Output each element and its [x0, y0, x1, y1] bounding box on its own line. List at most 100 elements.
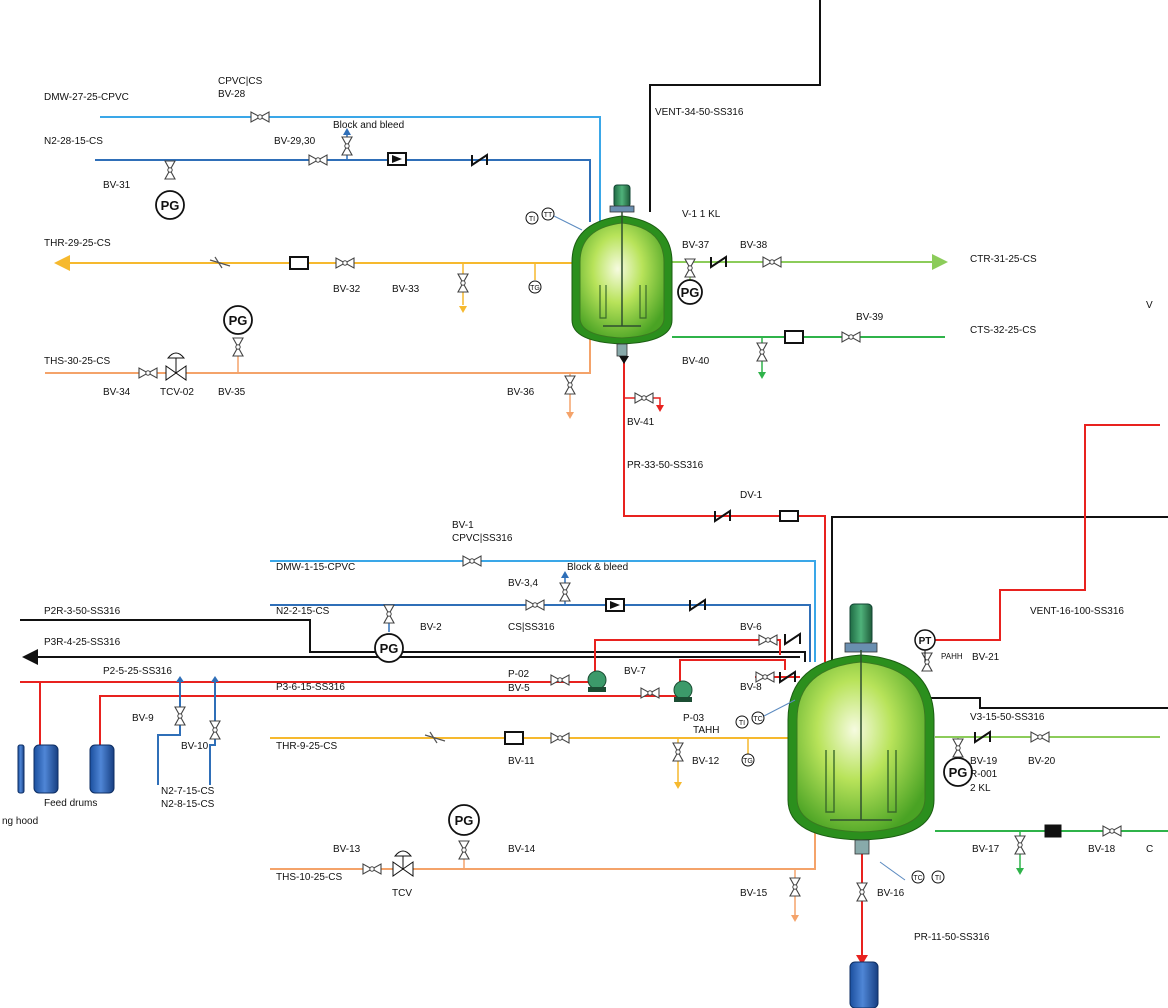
ball-valve-icon[interactable] — [952, 738, 964, 758]
ball-valve-icon[interactable] — [1102, 825, 1122, 837]
ball-valve-icon[interactable] — [462, 555, 482, 567]
temperature-indicator-icon[interactable]: TI TC — [735, 699, 796, 729]
label: BV-29,30 — [274, 136, 316, 147]
ball-valve-icon[interactable] — [856, 882, 868, 902]
ball-valve-icon[interactable] — [640, 687, 660, 699]
label: BV-12 — [692, 756, 720, 767]
label: BV-33 — [392, 284, 420, 295]
label: BV-31 — [103, 180, 131, 191]
ball-valve-icon[interactable] — [335, 257, 355, 269]
ball-valve-icon[interactable] — [174, 706, 186, 726]
temperature-gauge-icon[interactable]: TG — [741, 753, 755, 767]
label: Block & bleed — [567, 562, 628, 573]
p2-line — [20, 639, 781, 683]
vessel-r001[interactable] — [787, 603, 935, 855]
ball-valve-icon[interactable] — [164, 160, 176, 180]
product-drum-icon[interactable] — [849, 961, 879, 1008]
meter-icon[interactable] — [1044, 824, 1062, 838]
vessel-v1[interactable] — [571, 184, 673, 364]
ball-valve-icon[interactable] — [383, 604, 395, 624]
meter-icon[interactable] — [289, 256, 309, 270]
label: VENT-34-50-SS316 — [655, 107, 744, 118]
pressure-transmitter-icon[interactable]: PT — [914, 629, 936, 662]
n22-line — [270, 604, 811, 662]
pressure-gauge-icon[interactable]: PG — [223, 305, 253, 335]
ball-valve-icon[interactable] — [1014, 835, 1026, 855]
ball-valve-icon[interactable] — [457, 273, 469, 293]
ball-valve-icon[interactable] — [559, 582, 571, 602]
check-valve-icon — [779, 670, 796, 684]
label: BV-10 — [181, 741, 209, 752]
label: BV-9 — [132, 713, 154, 724]
ball-valve-icon[interactable] — [232, 337, 244, 357]
pressure-gauge-icon[interactable]: PG — [374, 633, 404, 663]
check-valve-icon — [689, 598, 706, 612]
temperature-gauge-icon[interactable]: TG — [528, 280, 542, 294]
label: TCV-02 — [160, 387, 194, 398]
dmw1-line — [270, 560, 816, 662]
pressure-gauge-icon[interactable]: PG — [677, 279, 703, 305]
ball-valve-icon[interactable] — [550, 674, 570, 686]
pump-p03[interactable] — [673, 680, 693, 702]
temperature-indicator-icon[interactable]: TC TI — [911, 870, 945, 884]
svg-text:TT: TT — [544, 212, 553, 219]
ball-valve-icon[interactable] — [672, 742, 684, 762]
svg-text:TI: TI — [529, 216, 535, 223]
label: TCV — [392, 888, 412, 899]
label: BV-1 — [452, 520, 474, 531]
pressure-gauge-icon[interactable]: PG — [155, 190, 185, 220]
ball-valve-icon[interactable] — [250, 111, 270, 123]
meter-icon[interactable] — [784, 330, 804, 344]
label: P-02 — [508, 669, 530, 680]
ball-valve-icon[interactable] — [564, 375, 576, 395]
strainer-icon — [209, 256, 231, 269]
meter-icon[interactable] — [504, 731, 524, 745]
label: BV-39 — [856, 312, 884, 323]
ball-valve-icon[interactable] — [789, 877, 801, 897]
label: BV-11 — [508, 756, 535, 767]
feed-drums[interactable] — [17, 744, 115, 794]
ball-valve-icon[interactable] — [138, 367, 158, 379]
check-valve-icon — [974, 730, 991, 744]
pressure-gauge-icon[interactable]: PG — [943, 757, 973, 787]
label: BV-3,4 — [508, 578, 538, 589]
label: BV-14 — [508, 844, 536, 855]
temperature-indicator-icon[interactable]: TI TT — [525, 207, 583, 231]
ball-valve-icon[interactable] — [755, 671, 775, 683]
label: BV-35 — [218, 387, 246, 398]
label: ng hood — [2, 816, 38, 827]
label: P2-5-25-SS316 — [103, 666, 172, 677]
pressure-gauge-icon[interactable]: PG — [448, 804, 480, 836]
label: BV-41 — [627, 417, 655, 428]
ball-valve-icon[interactable] — [841, 331, 861, 343]
svg-text:PG: PG — [229, 313, 248, 328]
control-valve-tcv02[interactable] — [165, 352, 187, 381]
label: CPVC|CS — [218, 76, 263, 87]
ball-valve-icon[interactable] — [308, 154, 328, 166]
ball-valve-icon[interactable] — [921, 652, 933, 672]
ball-valve-icon[interactable] — [550, 732, 570, 744]
meter-icon[interactable] — [779, 510, 799, 522]
ball-valve-icon[interactable] — [762, 256, 782, 268]
ball-valve-icon[interactable] — [684, 258, 696, 278]
control-valve-tcv[interactable] — [392, 850, 414, 877]
pump-p02[interactable] — [587, 670, 607, 692]
ball-valve-icon[interactable] — [525, 599, 545, 611]
ball-valve-icon[interactable] — [341, 136, 353, 156]
ball-valve-icon[interactable] — [634, 392, 654, 404]
ball-valve-icon[interactable] — [209, 720, 221, 740]
check-valve-icon — [471, 153, 488, 167]
ball-valve-icon[interactable] — [362, 863, 382, 875]
svg-text:PG: PG — [380, 641, 399, 656]
ball-valve-icon[interactable] — [1030, 731, 1050, 743]
flow-elements — [165, 152, 1062, 877]
ball-valve-icon[interactable] — [758, 634, 778, 646]
svg-text:TC: TC — [913, 875, 922, 882]
ths30-line — [45, 333, 591, 374]
label: R-001 — [970, 769, 998, 780]
ball-valve-icon[interactable] — [458, 840, 470, 860]
label: PR-11-50-SS316 — [914, 932, 990, 943]
ball-valve-icon[interactable] — [756, 342, 768, 362]
check-valve-icon — [710, 255, 727, 269]
v3-line — [930, 697, 1168, 709]
